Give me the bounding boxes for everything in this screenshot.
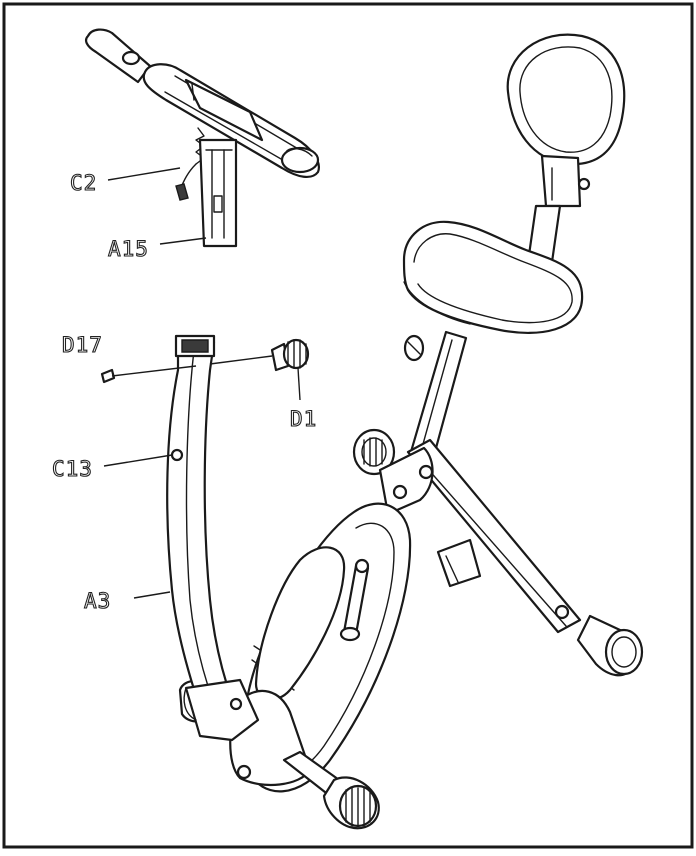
label-d17: D17 <box>62 333 103 357</box>
leader-a15 <box>159 237 207 245</box>
label-c2: C2 <box>70 171 97 195</box>
knob-d1-icon <box>270 338 310 372</box>
label-a15: A15 <box>108 237 149 261</box>
leader-c2 <box>107 167 181 181</box>
folding-exercise-bike-icon <box>166 33 644 830</box>
leader-d1 <box>297 367 301 401</box>
label-c13: C13 <box>52 457 93 481</box>
label-a3: A3 <box>84 589 111 613</box>
label-d1: D1 <box>290 407 317 431</box>
leader-a3 <box>133 591 171 599</box>
leader-c13 <box>103 454 173 467</box>
handlebar-assembly-icon <box>85 28 320 248</box>
screw-d17-icon <box>100 355 273 384</box>
